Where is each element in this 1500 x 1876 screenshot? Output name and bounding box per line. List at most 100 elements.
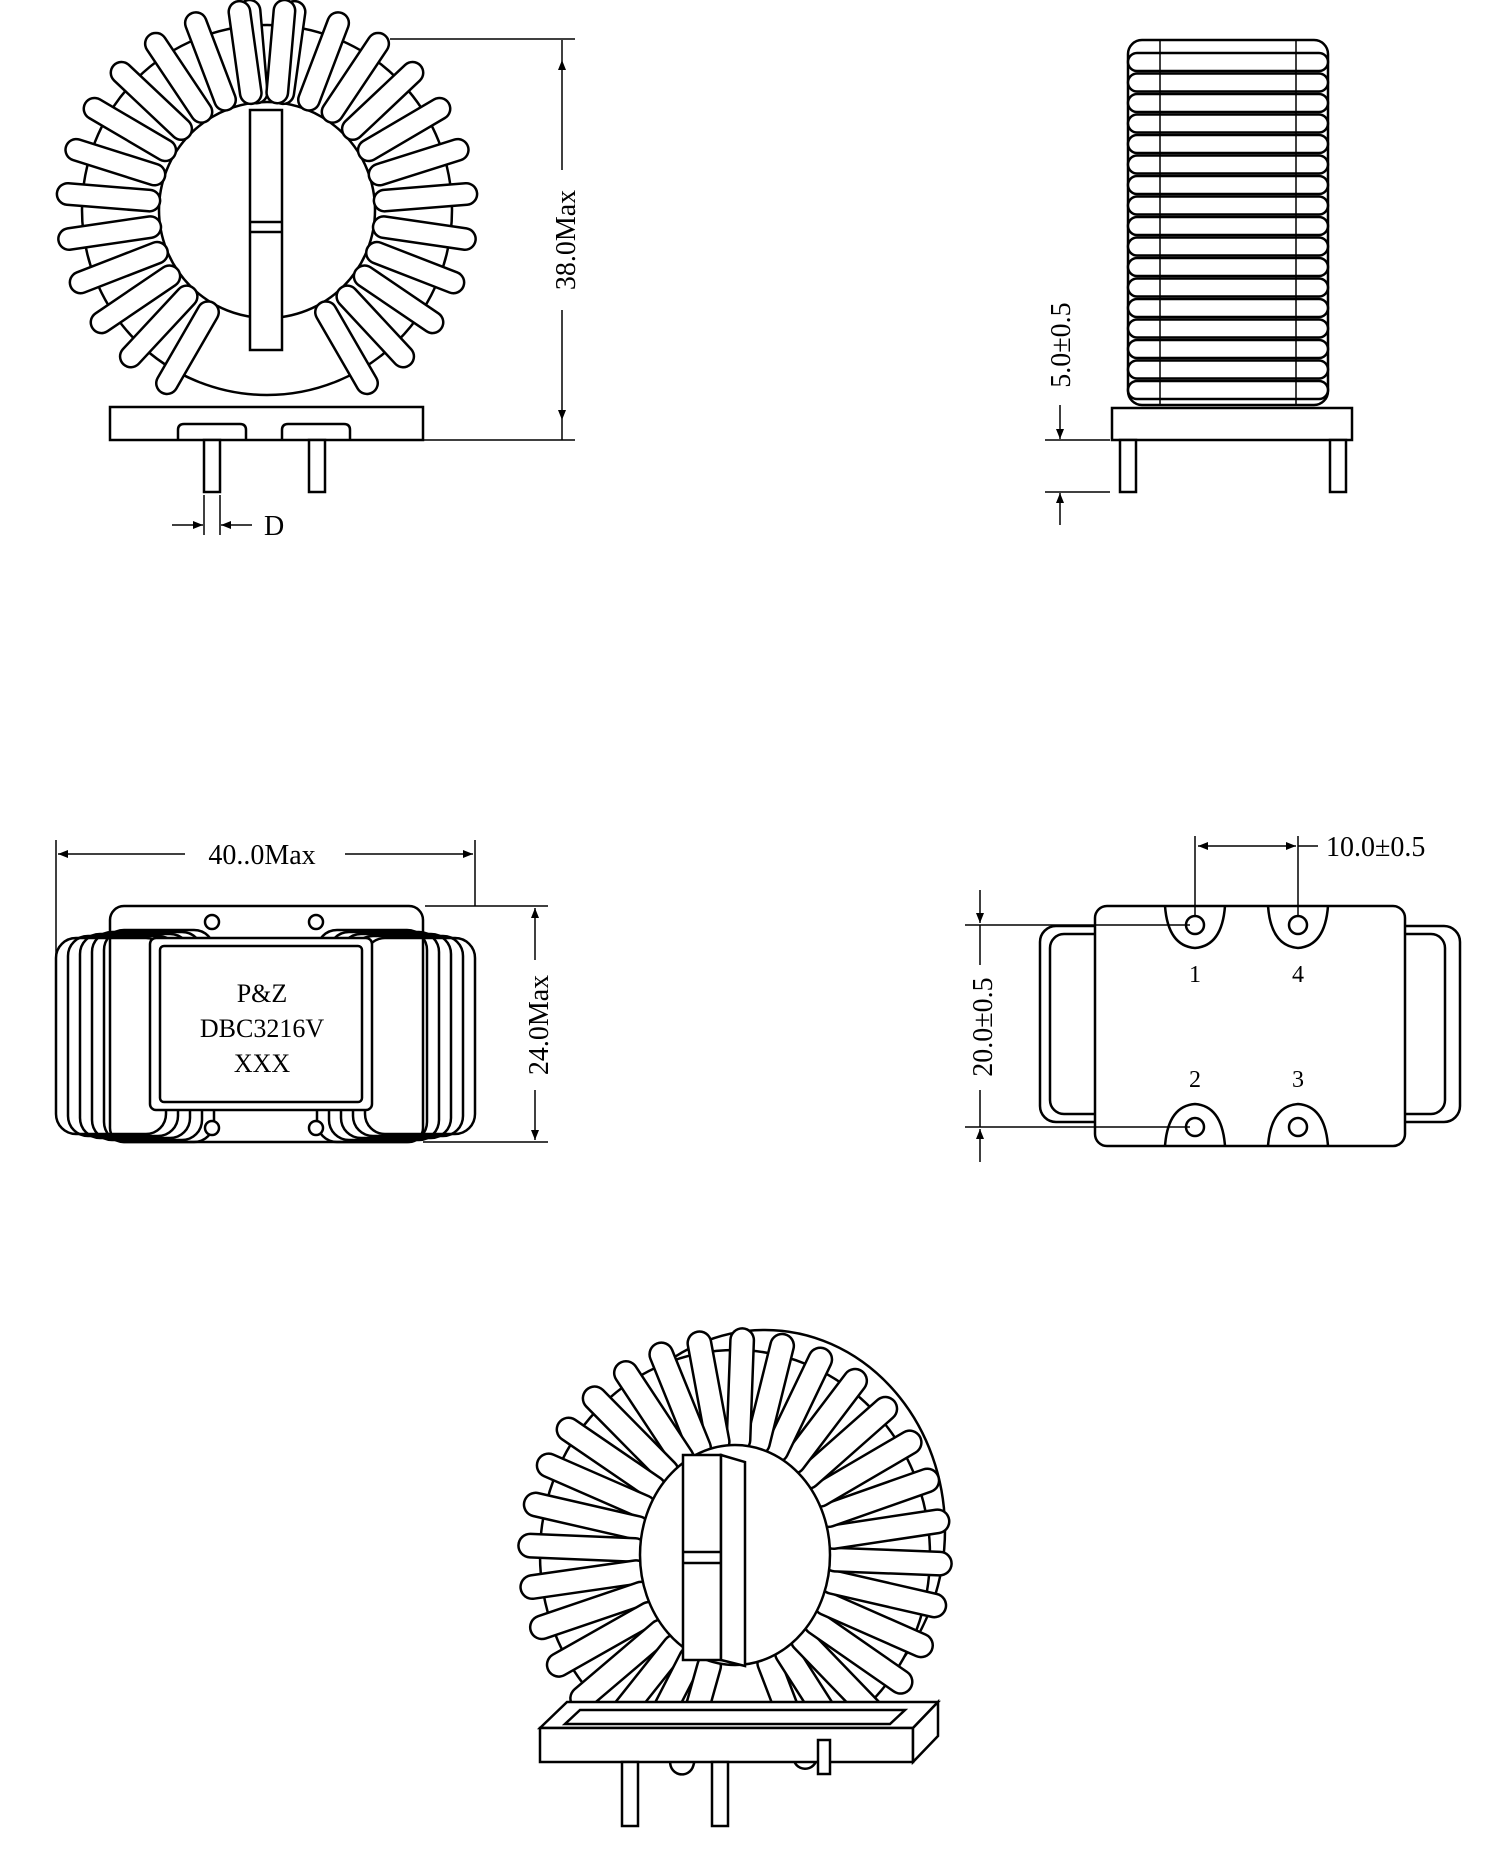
iso-winding-loop: [548, 1603, 660, 1676]
iso-base-recess: [561, 1708, 909, 1726]
front-view: [55, 0, 575, 535]
front-winding-loop: [121, 286, 197, 366]
front-winding-loop: [146, 34, 211, 122]
front-winding-loop: [370, 140, 468, 185]
iso-winding-loop: [538, 1454, 655, 1518]
iso-winding-loop: [809, 1431, 921, 1506]
core-outer-outline: [80, 23, 454, 397]
iso-winding-loop: [821, 1571, 945, 1616]
iso-base-front: [538, 1726, 915, 1764]
side-winding-loop: [1126, 297, 1330, 319]
front-standoff-right: [280, 422, 352, 440]
front-winding-loop: [157, 302, 218, 393]
side-winding-loop: [1126, 92, 1330, 114]
side-winding-loop: [1126, 277, 1330, 298]
side-winding-loop: [1126, 338, 1330, 360]
side-windings: [1126, 40, 1330, 405]
iso-winding-loop: [688, 1332, 729, 1453]
front-winding-loop: [375, 184, 476, 211]
front-winding-loop: [186, 13, 235, 110]
pin-pad-3: [1266, 1102, 1330, 1147]
front-winding-loop: [59, 217, 160, 249]
side-winding-loop: [1126, 113, 1330, 134]
front-winding-loop: [343, 63, 422, 139]
side-pin-left: [1118, 438, 1138, 494]
iso-pin-front-left: [620, 1760, 640, 1828]
front-pin-right: [307, 438, 327, 494]
iso-winding-loop: [521, 1561, 647, 1598]
marking-part-number: DBC3216V: [200, 1014, 324, 1043]
front-winding-loop: [374, 217, 475, 249]
iso-pin-front-right: [710, 1760, 730, 1828]
marking-label-outer: [148, 936, 374, 1112]
bottom-view: [965, 836, 1462, 1162]
front-winding-loop: [355, 266, 442, 332]
side-winding-loop: [1126, 379, 1330, 401]
iso-winding-loop: [797, 1398, 896, 1488]
side-base: [1110, 406, 1354, 442]
side-winding-loop: [1126, 72, 1330, 93]
length-max-label: 40..0Max: [208, 840, 315, 871]
iso-winding-loop: [727, 1329, 753, 1451]
side-winding-loop: [1126, 236, 1330, 257]
iso-divider-front: [681, 1453, 723, 1662]
front-winding-loop: [71, 243, 167, 292]
iso-divider-side: [719, 1453, 747, 1668]
front-standoff-left: [176, 422, 248, 440]
pin-number-2: 2: [1189, 1067, 1201, 1093]
top-terminal-3: [203, 1119, 221, 1137]
iso-winding-loop: [525, 1494, 649, 1539]
front-winding-loop: [323, 34, 388, 122]
pin-number-4: 4: [1292, 962, 1304, 988]
side-winding-loop: [1126, 51, 1330, 73]
iso-pin-back-right: [816, 1738, 832, 1776]
front-winding-loop: [112, 63, 191, 139]
iso-winding-loop: [615, 1362, 693, 1469]
marking-date-code: XXX: [234, 1049, 291, 1078]
front-winding-loop: [267, 1, 294, 102]
side-pin-right: [1328, 438, 1348, 494]
width-max-label: 24.0Max: [524, 975, 555, 1075]
side-winding-loop: [1126, 154, 1330, 175]
center-divider: [248, 108, 284, 352]
front-winding-loop: [359, 99, 449, 160]
iso-winding-loop: [531, 1583, 652, 1638]
side-winding-loop: [1126, 318, 1330, 339]
iso-base-side: [911, 1698, 940, 1766]
iso-winding-loop: [824, 1549, 951, 1575]
side-winding-loop: [1126, 195, 1330, 216]
front-winding-loop: [299, 13, 348, 110]
pin-pad-2: [1163, 1102, 1227, 1147]
front-winding-loop: [337, 286, 413, 366]
height-max-label: 38.0Max: [551, 190, 582, 290]
iso-winding-loop: [584, 1387, 678, 1482]
front-base: [108, 405, 425, 442]
marking-label-inner: [158, 944, 364, 1104]
pin-number-1: 1: [1189, 962, 1201, 988]
iso-winding-loop: [558, 1418, 665, 1499]
pin-spacing-label: 10.0±0.5: [1326, 832, 1425, 863]
front-windings: [55, 0, 479, 396]
pin-hole-3: [1287, 1116, 1309, 1138]
iso-winding-loop: [823, 1510, 948, 1548]
iso-winding-loop: [747, 1335, 793, 1454]
top-view: [54, 840, 548, 1144]
iso-winding-loop: [783, 1370, 866, 1473]
front-winding-loop: [229, 2, 261, 103]
side-winding-loop: [1126, 133, 1330, 155]
iso-winding-loop: [805, 1612, 912, 1693]
front-winding-loop: [58, 184, 159, 211]
isometric-view: [517, 1327, 953, 1828]
pin-diameter-label: D: [264, 511, 284, 542]
top-terminal-1: [203, 913, 221, 931]
front-winding-loop: [66, 140, 164, 185]
front-winding-loop: [316, 302, 377, 393]
side-winding-loop: [1126, 215, 1330, 237]
front-winding-loop: [85, 99, 175, 160]
pin-length-label: 5.0±0.5: [1046, 302, 1077, 387]
marking-brand: P&Z: [237, 979, 288, 1008]
top-terminal-4: [307, 1119, 325, 1137]
pin-row-spacing-label: 20.0±0.5: [968, 977, 999, 1076]
top-base-outline: [108, 904, 425, 1144]
